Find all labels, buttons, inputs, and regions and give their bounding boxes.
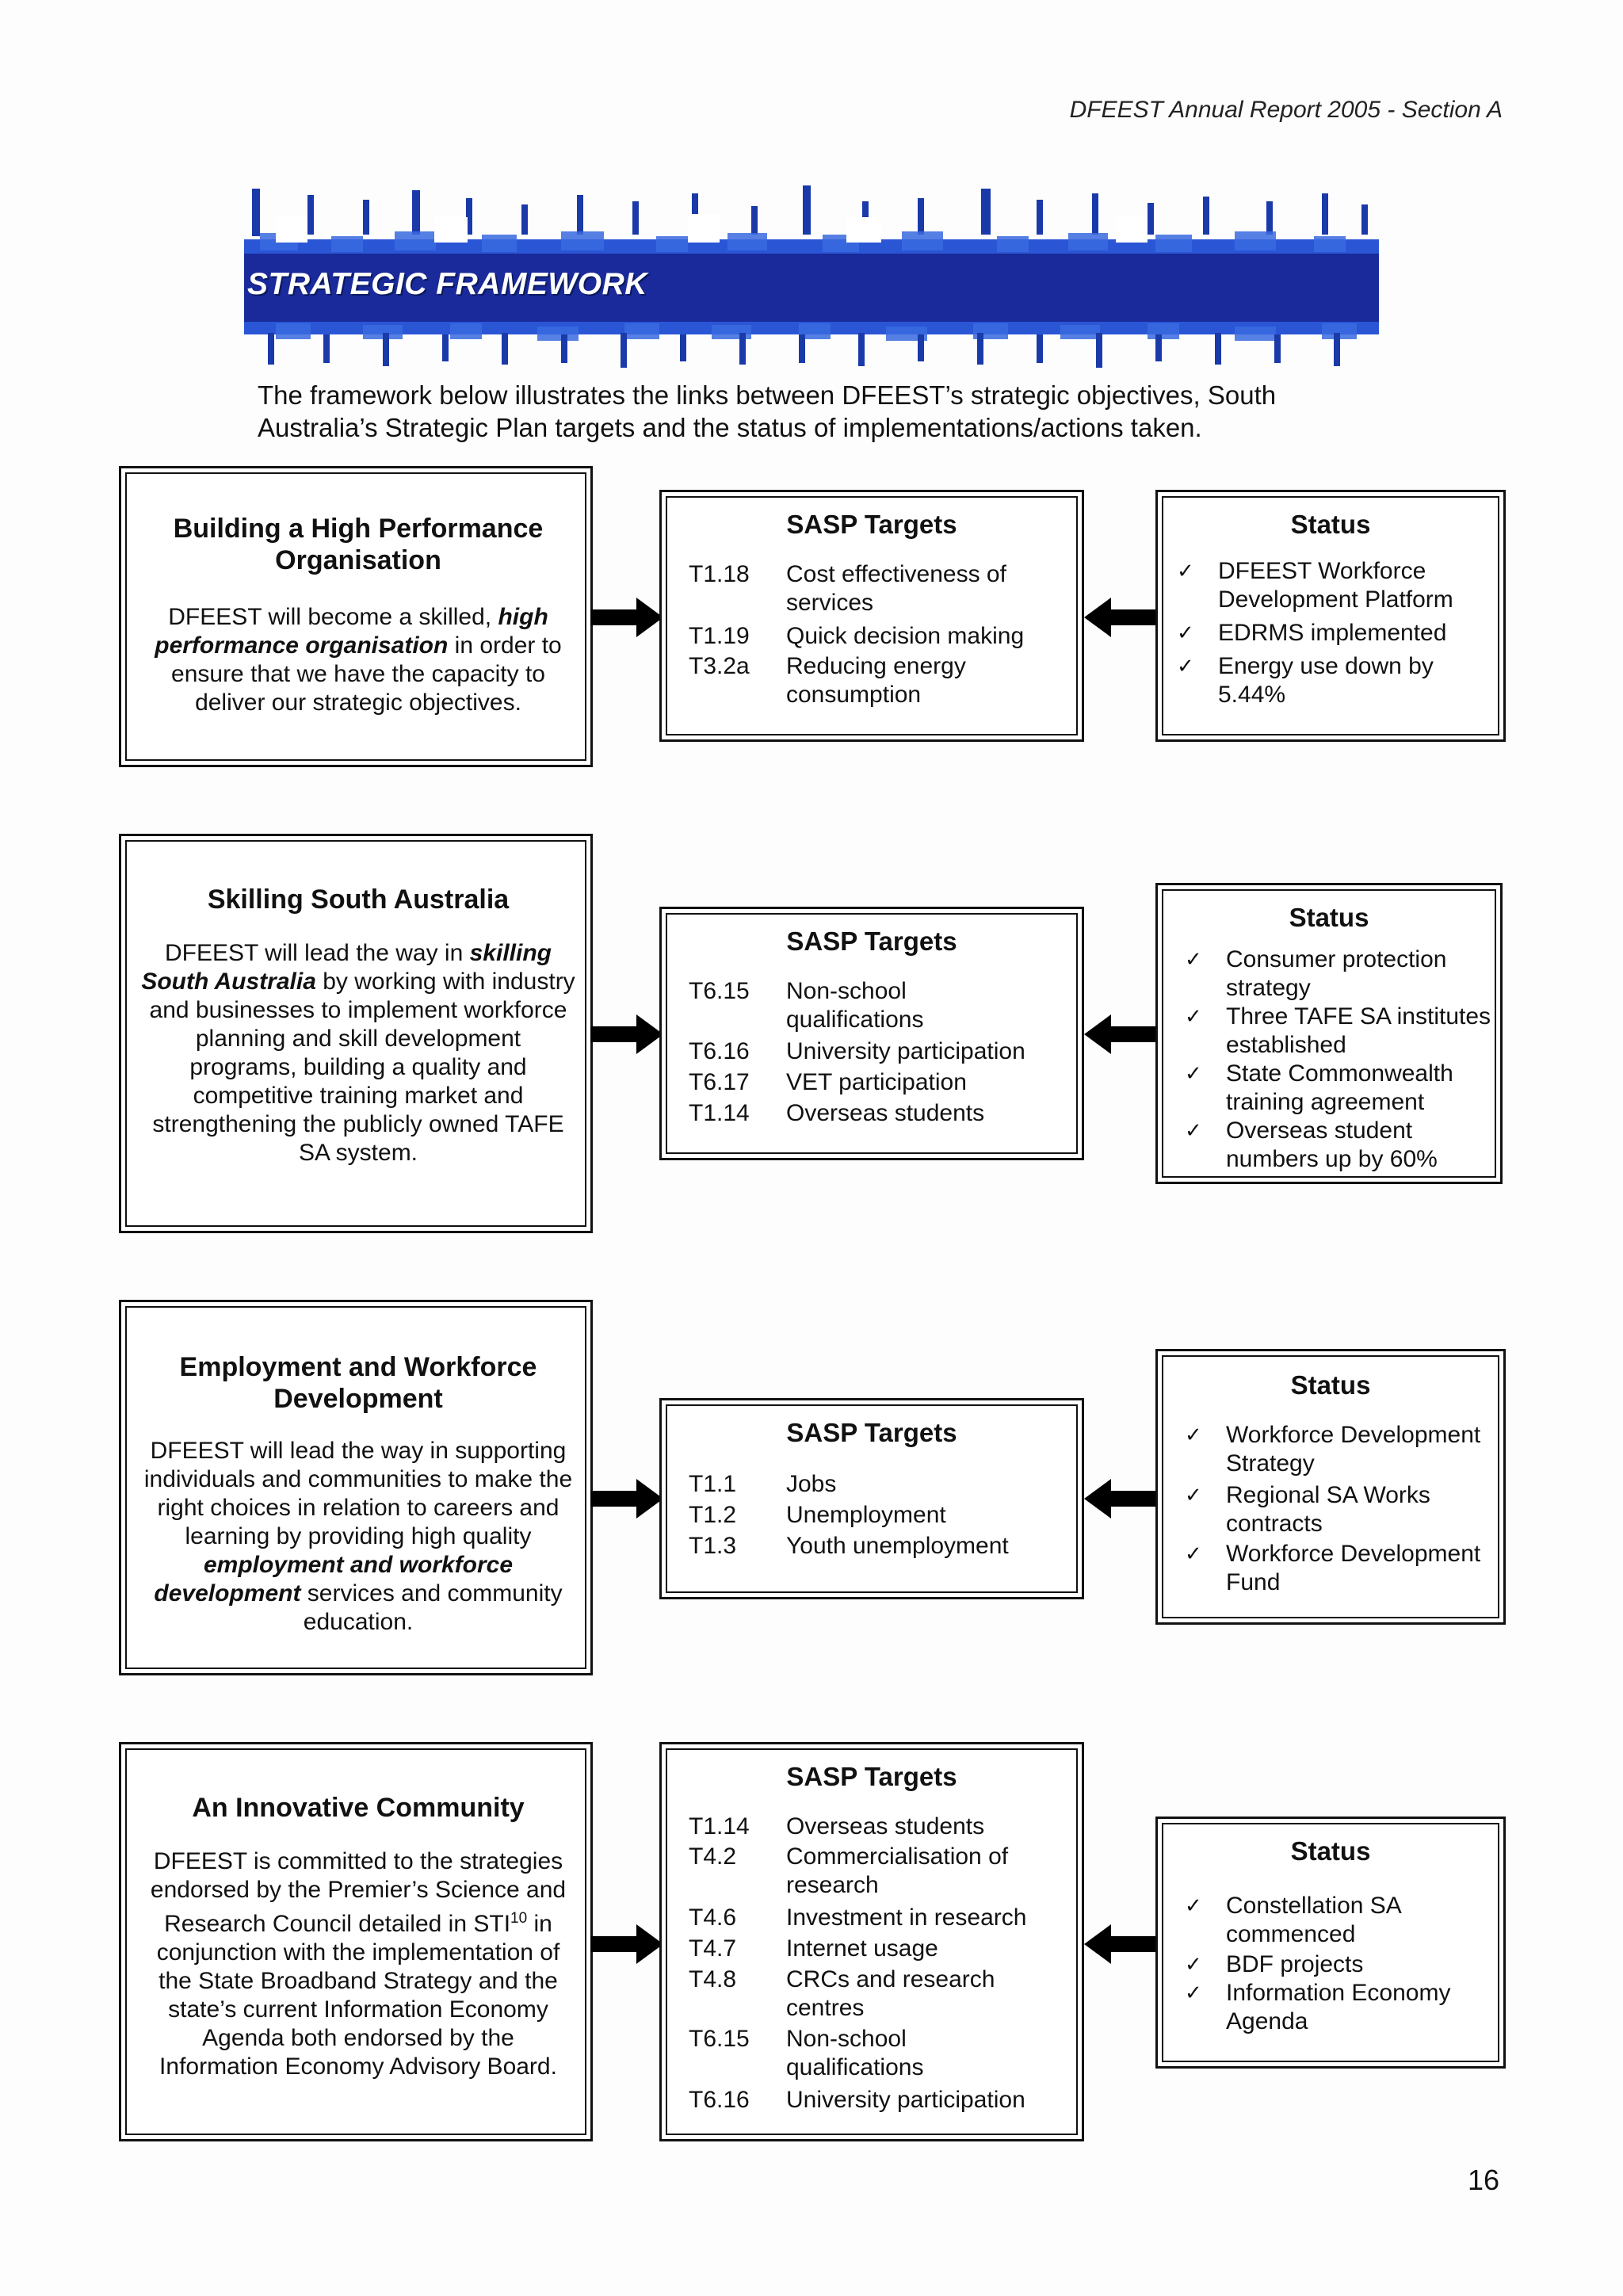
objective-box: An Innovative Community DFEEST is commit…	[119, 1742, 593, 2141]
status-heading: Status	[1289, 903, 1369, 932]
objective-box: Employment and Workforce Development DFE…	[119, 1300, 593, 1675]
status-box: Status ✓Constellation SA commenced ✓BDF …	[1155, 1817, 1506, 2069]
section-title: STRATEGIC FRAMEWORK	[247, 267, 647, 301]
status-item: ✓BDF projects	[1185, 1951, 1364, 1977]
left-arrow-icon	[1084, 1924, 1157, 1964]
left-arrow-icon	[1084, 1014, 1157, 1054]
objective-title: Employment and Workforce Development	[179, 1352, 537, 1414]
intro-paragraph: The framework below illustrates the link…	[258, 380, 1277, 442]
check-icon: ✓	[1185, 1005, 1202, 1029]
left-arrow-icon	[1084, 598, 1157, 637]
objective-text: DFEEST will become a skilled, high perfo…	[155, 604, 562, 716]
status-item: ✓Constellation SA commenced	[1185, 1893, 1401, 1947]
check-icon: ✓	[1185, 1062, 1202, 1086]
check-icon: ✓	[1185, 1953, 1202, 1977]
objective-text: DFEEST is committed to the strategies en…	[150, 1848, 567, 2080]
check-icon: ✓	[1185, 1423, 1202, 1447]
check-icon: ✓	[1177, 655, 1194, 678]
right-arrow-icon	[590, 1479, 663, 1519]
status-item: ✓EDRMS implemented	[1177, 620, 1447, 646]
check-icon: ✓	[1177, 621, 1194, 645]
objective-box: Skilling South Australia DFEEST will lea…	[119, 834, 593, 1233]
objective-text: DFEEST will lead the way in supporting i…	[143, 1438, 573, 1635]
status-heading: Status	[1290, 1836, 1371, 1866]
check-icon: ✓	[1185, 1484, 1202, 1507]
check-icon: ✓	[1185, 1542, 1202, 1566]
status-item: ✓Information Economy Agenda	[1185, 1980, 1451, 2034]
targets-heading: SASP Targets	[786, 926, 957, 956]
check-icon: ✓	[1185, 1894, 1202, 1918]
status-item: ✓Consumer protection strategy	[1185, 946, 1447, 1001]
check-icon: ✓	[1185, 948, 1202, 972]
targets-heading: SASP Targets	[786, 510, 957, 539]
status-box: Status ✓Consumer protection strategy ✓Th…	[1155, 883, 1503, 1184]
objective-title: An Innovative Community	[192, 1793, 525, 1823]
targets-heading: SASP Targets	[786, 1762, 957, 1791]
status-item: ✓State Commonwealth training agreement	[1185, 1060, 1453, 1115]
check-icon: ✓	[1185, 1119, 1202, 1143]
status-box: Status ✓Workforce Development Strategy ✓…	[1155, 1349, 1506, 1625]
objective-text: DFEEST will lead the way in skilling Sou…	[141, 940, 575, 1166]
right-arrow-icon	[590, 598, 663, 637]
report-header: DFEEST Annual Report 2005 - Section A	[1069, 97, 1503, 123]
check-icon: ✓	[1177, 560, 1194, 583]
status-item: ✓Regional SA Works contracts	[1185, 1482, 1430, 1537]
banner-graphic	[244, 184, 1379, 369]
targets-heading: SASP Targets	[786, 1418, 957, 1447]
objective-title: Building a High Performance Organisation	[173, 514, 544, 575]
status-item: ✓Overseas student numbers up by 60%	[1185, 1117, 1438, 1172]
left-arrow-icon	[1084, 1479, 1157, 1519]
status-item: ✓Workforce Development Strategy	[1185, 1422, 1481, 1477]
status-item: ✓Three TAFE SA institutes established	[1185, 1003, 1491, 1058]
status-item: ✓Workforce Development Fund	[1185, 1541, 1481, 1595]
status-item: ✓Energy use down by 5.44%	[1177, 653, 1434, 708]
check-icon: ✓	[1185, 1981, 1202, 2005]
objective-title: Skilling South Australia	[207, 884, 510, 915]
status-item: ✓DFEEST Workforce Development Platform	[1177, 558, 1453, 613]
page-number: 16	[1467, 2164, 1499, 2196]
status-heading: Status	[1290, 510, 1371, 539]
right-arrow-icon	[590, 1924, 663, 1964]
status-box: Status ✓DFEEST Workforce Development Pla…	[1155, 490, 1506, 742]
objective-box: Building a High Performance Organisation…	[119, 466, 593, 767]
right-arrow-icon	[590, 1014, 663, 1054]
status-heading: Status	[1290, 1370, 1371, 1400]
